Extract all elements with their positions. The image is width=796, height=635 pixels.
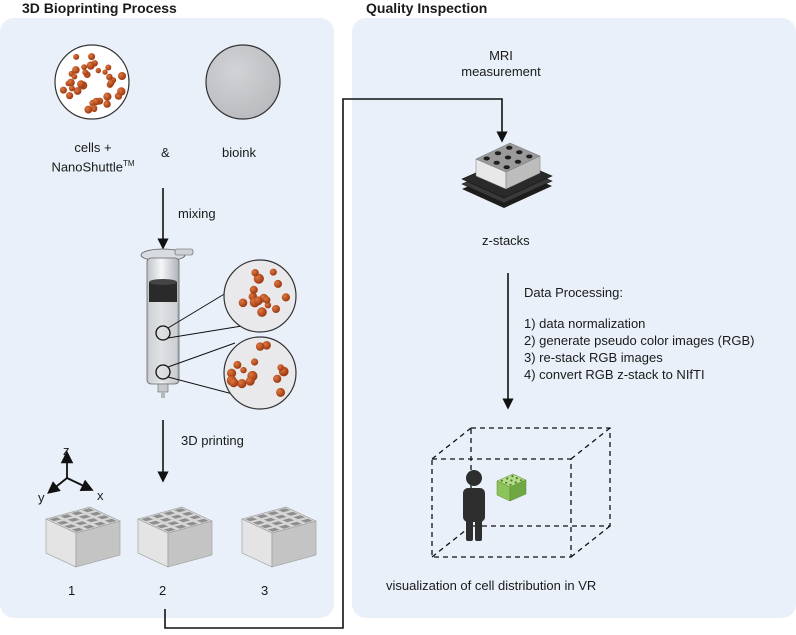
cell-dot	[264, 302, 272, 309]
cell-dot	[227, 368, 237, 378]
axis-z-label: z	[63, 443, 70, 458]
cell-dot	[277, 364, 285, 371]
cell-dot	[253, 296, 263, 306]
printing-label: 3D printing	[181, 433, 244, 448]
cells-label: cells + NanoShuttleTM	[48, 140, 138, 175]
nanoshuttle-text: NanoShuttle	[51, 159, 123, 175]
mri-label-line2: measurement	[461, 64, 541, 79]
construct-1-icon	[45, 506, 121, 568]
zoom-circle-top	[223, 259, 297, 333]
cells-nanoshuttle-icon	[54, 44, 130, 120]
vr-person-icon	[463, 470, 485, 541]
vr-green-construct-icon	[496, 473, 527, 502]
cell-dot	[103, 92, 112, 101]
connector-line	[164, 98, 508, 629]
cell-dot	[251, 269, 259, 277]
cell-dot	[82, 69, 89, 76]
cell-dot	[95, 67, 102, 74]
mixing-label: mixing	[178, 206, 216, 221]
bioprinting-title: 3D Bioprinting Process	[22, 0, 177, 16]
cell-dot	[115, 93, 122, 100]
cell-dot	[84, 105, 93, 114]
cell-dot	[88, 53, 96, 61]
cell-dot	[68, 85, 75, 92]
cell-dot	[257, 307, 267, 317]
cell-dot	[229, 378, 239, 388]
construct-2-label: 2	[159, 583, 167, 598]
cell-dot	[73, 53, 80, 60]
cell-dot	[81, 64, 87, 70]
xyz-axes-icon	[47, 450, 94, 494]
processing-steps: 1) data normalization 2) generate pseudo…	[524, 315, 755, 383]
z-stacks-icon	[461, 142, 553, 208]
cell-dot	[118, 72, 126, 80]
bioink-icon	[205, 44, 281, 120]
processing-step-1: 1) data normalization	[524, 316, 646, 331]
zoom-circle-bottom	[223, 336, 297, 410]
cell-dot	[106, 73, 113, 81]
z-stacks-label: z-stacks	[482, 233, 530, 248]
cell-dot	[238, 298, 248, 308]
cell-dot	[66, 92, 74, 100]
cell-dot	[67, 78, 75, 87]
cell-dot	[263, 296, 271, 304]
quality-title: Quality Inspection	[366, 0, 488, 16]
cells-label-line2: NanoShuttleTM	[48, 156, 138, 175]
cell-dot	[102, 69, 108, 75]
processing-step-4: 4) convert RGB z-stack to NIfTI	[524, 367, 705, 382]
cell-dot	[272, 305, 280, 313]
cell-dot	[233, 360, 242, 369]
cell-dot	[59, 86, 67, 94]
bioink-label: bioink	[222, 145, 256, 160]
cell-dot	[237, 379, 247, 389]
cell-dot	[255, 342, 265, 351]
construct-3-icon	[241, 506, 317, 568]
mri-label-line1: MRI	[489, 48, 513, 63]
mri-label: MRI measurement	[448, 48, 554, 80]
cell-dot	[262, 341, 271, 350]
cells-label-line1: cells +	[74, 140, 112, 155]
axis-x-label: x	[97, 488, 104, 503]
cell-dot	[73, 87, 82, 95]
cell-dot	[86, 61, 95, 70]
processing-step-2: 2) generate pseudo color images (RGB)	[524, 333, 755, 348]
cell-dot	[107, 79, 115, 87]
cell-dot	[274, 279, 282, 288]
construct-2-icon	[137, 506, 213, 568]
cell-dot	[273, 374, 282, 383]
processing-step-3: 3) re-stack RGB images	[524, 350, 663, 365]
cell-dot	[269, 268, 277, 276]
cell-dot	[72, 66, 80, 74]
cell-dot	[276, 387, 286, 397]
cell-dot	[245, 376, 255, 386]
cell-dot	[251, 358, 259, 366]
tm-superscript: TM	[123, 159, 135, 168]
cell-dot	[91, 106, 98, 113]
cell-dot	[281, 293, 290, 302]
cell-dot	[92, 97, 101, 106]
cell-dot	[249, 285, 258, 294]
construct-3-label: 3	[261, 583, 269, 598]
cell-dot	[71, 73, 78, 80]
quality-panel	[352, 18, 796, 618]
syringe-icon	[140, 248, 249, 399]
ampersand: &	[161, 145, 170, 160]
axis-y-label: y	[38, 490, 45, 505]
processing-title: Data Processing:	[524, 285, 623, 300]
cell-dot	[117, 87, 126, 96]
vr-label: visualization of cell distribution in VR	[386, 578, 597, 593]
cell-dot	[77, 80, 85, 89]
construct-1-label: 1	[68, 583, 76, 598]
cell-dot	[105, 64, 112, 71]
cell-dot	[103, 100, 111, 108]
cell-dot	[240, 366, 247, 374]
